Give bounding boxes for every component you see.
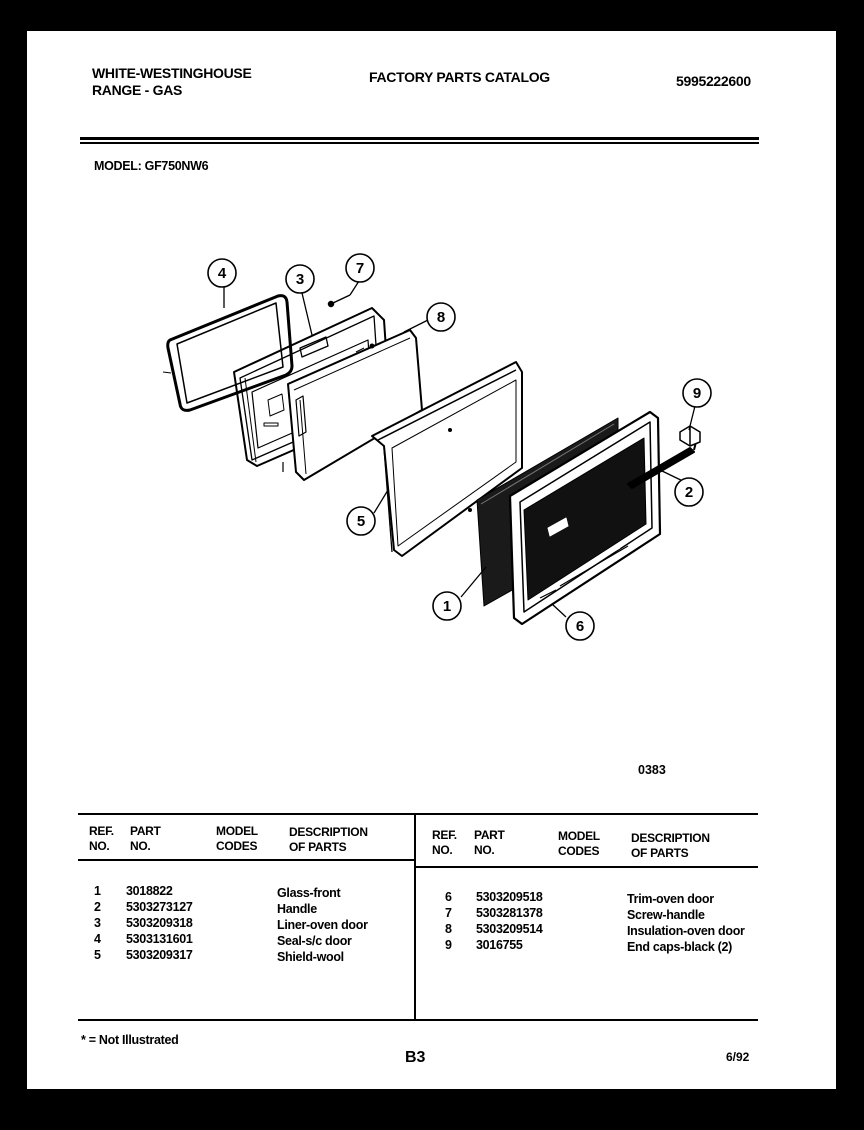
table-row: 6 bbox=[445, 890, 452, 904]
callout-7 bbox=[345, 253, 375, 283]
brand-line-2: RANGE - GAS bbox=[92, 82, 183, 98]
wool-shield-part bbox=[371, 361, 523, 557]
header-rule-bottom bbox=[80, 142, 759, 144]
callout-3-label: 3 bbox=[296, 271, 304, 288]
right-header-ref: REF.NO. bbox=[432, 828, 457, 857]
callout-1-label: 1 bbox=[443, 598, 451, 615]
screw-part bbox=[327, 294, 351, 308]
left-header-ref: REF.NO. bbox=[89, 824, 114, 853]
catalog-page bbox=[27, 31, 836, 1089]
callout-6 bbox=[565, 611, 595, 641]
table-left-header-rule bbox=[78, 859, 416, 861]
page-number: B3 bbox=[405, 1049, 426, 1066]
model-label: MODEL: GF750NW6 bbox=[94, 159, 209, 173]
table-row: 8 bbox=[445, 922, 452, 936]
end-cap-part bbox=[679, 425, 701, 447]
callout-5 bbox=[346, 506, 376, 536]
callout-9-label: 9 bbox=[693, 385, 701, 402]
callout-8-label: 8 bbox=[437, 309, 445, 326]
table-row: 7 bbox=[445, 906, 452, 920]
callout-9 bbox=[682, 378, 712, 408]
callout-6-label: 6 bbox=[576, 618, 584, 635]
callout-4 bbox=[207, 258, 237, 288]
callout-4-label: 4 bbox=[218, 265, 227, 282]
right-desc-column: Trim-oven door Screw-handle Insulation-o… bbox=[627, 892, 745, 954]
revision-date: 6/92 bbox=[726, 1050, 750, 1064]
table-row: 5 bbox=[94, 948, 101, 962]
callout-1 bbox=[432, 591, 462, 621]
callout-2 bbox=[674, 477, 704, 507]
not-illustrated-note: * = Not Illustrated bbox=[81, 1033, 179, 1047]
table-top-rule bbox=[78, 813, 758, 815]
left-part-column: 3018822 5303273127 5303209318 5303131601… bbox=[126, 884, 193, 962]
leader-lines bbox=[223, 280, 696, 618]
callout-circles bbox=[207, 253, 712, 641]
callout-2-label: 2 bbox=[685, 484, 693, 501]
seal-gasket-part bbox=[162, 294, 294, 412]
table-row: 4 bbox=[94, 932, 101, 946]
header-rule-top bbox=[80, 137, 759, 140]
table-divider bbox=[414, 815, 416, 1020]
diagram-code: 0383 bbox=[638, 763, 666, 777]
catalog-number: 5995222600 bbox=[676, 73, 751, 89]
callout-3 bbox=[285, 264, 315, 294]
table-row: 9 bbox=[445, 938, 452, 952]
trim-oven-door-part bbox=[508, 410, 662, 626]
catalog-title: FACTORY PARTS CATALOG bbox=[369, 69, 550, 85]
table-row: 3 bbox=[94, 916, 101, 930]
table-row: 1 bbox=[94, 884, 101, 898]
table-right-header-rule bbox=[416, 866, 758, 868]
callout-5-label: 5 bbox=[357, 513, 365, 530]
left-ref-column: 1 2 3 4 5 bbox=[94, 883, 101, 963]
callout-7-label: 7 bbox=[356, 260, 364, 277]
brand-line-1: WHITE-WESTINGHOUSE bbox=[92, 65, 252, 81]
table-bottom-rule bbox=[78, 1019, 758, 1021]
left-desc-column: Glass-front Handle Liner-oven door Seal-… bbox=[277, 886, 368, 964]
table-row: 2 bbox=[94, 900, 101, 914]
callout-8 bbox=[426, 302, 456, 332]
right-ref-column: 6 7 8 9 bbox=[445, 889, 452, 953]
right-part-column: 5303209518 5303281378 5303209514 3016755 bbox=[476, 890, 543, 952]
